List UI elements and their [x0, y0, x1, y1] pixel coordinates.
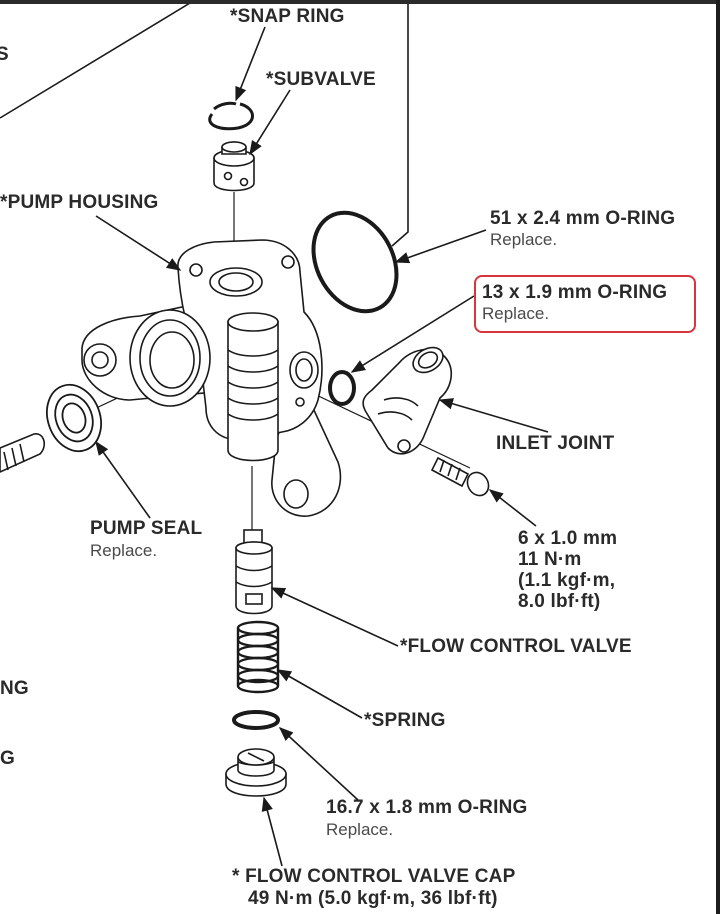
label-inlet-joint: INLET JOINT — [496, 433, 615, 454]
leader-pump-seal — [95, 440, 151, 519]
top-border — [0, 0, 720, 4]
leader-flow-control-valve — [270, 587, 399, 647]
label-cap: * FLOW CONTROL VALVE CAP — [232, 866, 516, 887]
leader-snap-ring — [235, 26, 266, 102]
frame-line-top-left — [0, 0, 196, 119]
pump-seal-part — [46, 383, 102, 453]
leader-oring-51 — [394, 229, 487, 264]
leader-pump-housing — [95, 215, 182, 271]
label-oring-16: 16.7 x 1.8 mm O-RING — [326, 797, 528, 818]
note-oring-51: Replace. — [490, 230, 558, 249]
label-flow-control-valve: *FLOW CONTROL VALVE — [400, 636, 632, 657]
label-left-cut-3: S — [0, 44, 9, 65]
flow-control-valve-part — [235, 529, 273, 615]
spring-part — [236, 620, 280, 694]
flow-control-valve-cap-part — [225, 748, 287, 797]
bolt-part — [430, 456, 490, 497]
right-border — [716, 0, 720, 914]
leader-inlet-joint — [438, 398, 549, 433]
label-snap-ring: *SNAP RING — [230, 6, 345, 27]
leader-subvalve — [249, 89, 291, 156]
oring-13-part — [328, 370, 356, 406]
note-pump-seal: Replace. — [90, 541, 158, 560]
subvalve-part — [213, 141, 255, 192]
note-oring-16: Replace. — [326, 820, 394, 839]
label-oring-13: 13 x 1.9 mm O-RING — [482, 282, 668, 303]
label-pump-housing: *PUMP HOUSING — [0, 192, 159, 213]
label-left-cut-2: G — [0, 748, 15, 769]
leader-oring-16 — [278, 727, 359, 801]
leader-bolt — [488, 489, 537, 527]
snap-ring-part — [208, 101, 254, 131]
label-subvalve: *SUBVALVE — [266, 69, 376, 90]
pump-housing-part — [81, 239, 342, 517]
frame-line-right — [391, 0, 409, 247]
label-oring-51: 51 x 2.4 mm O-RING — [490, 208, 676, 229]
label-cap-torque: 49 N·m (5.0 kgf·m, 36 lbf·ft) — [248, 888, 498, 909]
shaft-part — [0, 433, 46, 473]
label-bolt-spec: 6 x 1.0 mm 11 N·m (1.1 kgf·m, 8.0 lbf·ft… — [518, 528, 618, 612]
inlet-joint-part — [362, 346, 452, 455]
highlight-box — [474, 275, 696, 333]
label-left-cut-1: NG — [0, 678, 29, 699]
label-pump-seal: PUMP SEAL — [90, 518, 203, 539]
oring-16-part — [232, 710, 280, 730]
note-oring-13: Replace. — [482, 304, 550, 323]
leader-oring-13 — [350, 295, 475, 373]
label-spring: *SPRING — [364, 710, 446, 731]
oring-51-part — [311, 210, 399, 314]
leader-spring — [276, 669, 363, 719]
leader-cap — [261, 796, 283, 867]
